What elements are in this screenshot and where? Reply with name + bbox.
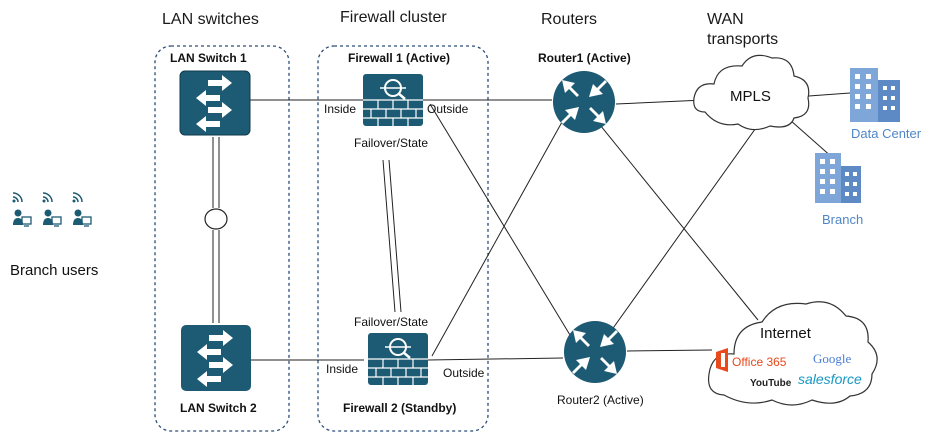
office365-logo bbox=[716, 348, 728, 372]
office365-text: Office 365 bbox=[732, 355, 787, 369]
data-center-label: Data Center bbox=[851, 126, 922, 141]
data-center-building-icon bbox=[850, 68, 900, 122]
router-2-label: Router2 (Active) bbox=[557, 393, 644, 407]
google-logo: Google bbox=[813, 351, 852, 366]
header-lan-switches: LAN switches bbox=[162, 11, 259, 28]
mpls-label: MPLS bbox=[730, 88, 771, 105]
lan-switch-1-icon[interactable] bbox=[179, 70, 251, 136]
firewall-2-icon[interactable] bbox=[368, 333, 428, 385]
firewall-1-failover-label: Failover/State bbox=[354, 136, 428, 150]
header-transports: transports bbox=[707, 31, 778, 48]
firewall-2-outside-label: Outside bbox=[443, 366, 485, 380]
salesforce-logo: salesforce bbox=[798, 371, 862, 387]
firewall-cluster-group bbox=[317, 45, 489, 432]
header-wan: WAN bbox=[707, 11, 744, 28]
router-2-icon[interactable] bbox=[564, 321, 626, 383]
firewall-2-label: Firewall 2 (Standby) bbox=[343, 401, 456, 415]
router-1-icon[interactable] bbox=[553, 71, 615, 133]
branch-user-icon-3 bbox=[72, 192, 92, 227]
branch-label: Branch bbox=[822, 212, 863, 227]
mpls-cloud-icon[interactable] bbox=[693, 54, 810, 131]
stack-link-connector bbox=[204, 208, 228, 230]
firewall-2-inside-label: Inside bbox=[326, 362, 358, 376]
firewall-1-label: Firewall 1 (Active) bbox=[348, 51, 450, 65]
internet-cloud-icon[interactable] bbox=[707, 301, 878, 406]
lan-switch-2-icon[interactable] bbox=[181, 325, 251, 391]
header-routers: Routers bbox=[541, 11, 597, 28]
branch-users-label: Branch users bbox=[10, 262, 98, 279]
branch-user-icon-1 bbox=[12, 192, 32, 227]
router-1-label: Router1 (Active) bbox=[538, 51, 631, 65]
lan-switch-1-label: LAN Switch 1 bbox=[170, 51, 247, 65]
firewall-2-failover-label: Failover/State bbox=[354, 315, 428, 329]
internet-label: Internet bbox=[760, 325, 812, 342]
header-firewall-cluster: Firewall cluster bbox=[340, 9, 447, 26]
lan-switches-group bbox=[154, 45, 290, 432]
network-links bbox=[212, 92, 851, 361]
firewall-1-icon[interactable] bbox=[363, 74, 423, 126]
firewall-1-outside-label: Outside bbox=[427, 102, 469, 116]
lan-switch-2-label: LAN Switch 2 bbox=[180, 401, 257, 415]
firewall-1-inside-label: Inside bbox=[324, 102, 356, 116]
youtube-logo: YouTube bbox=[750, 378, 792, 389]
branch-user-icon-2 bbox=[42, 192, 62, 227]
branch-building-icon bbox=[815, 153, 861, 203]
